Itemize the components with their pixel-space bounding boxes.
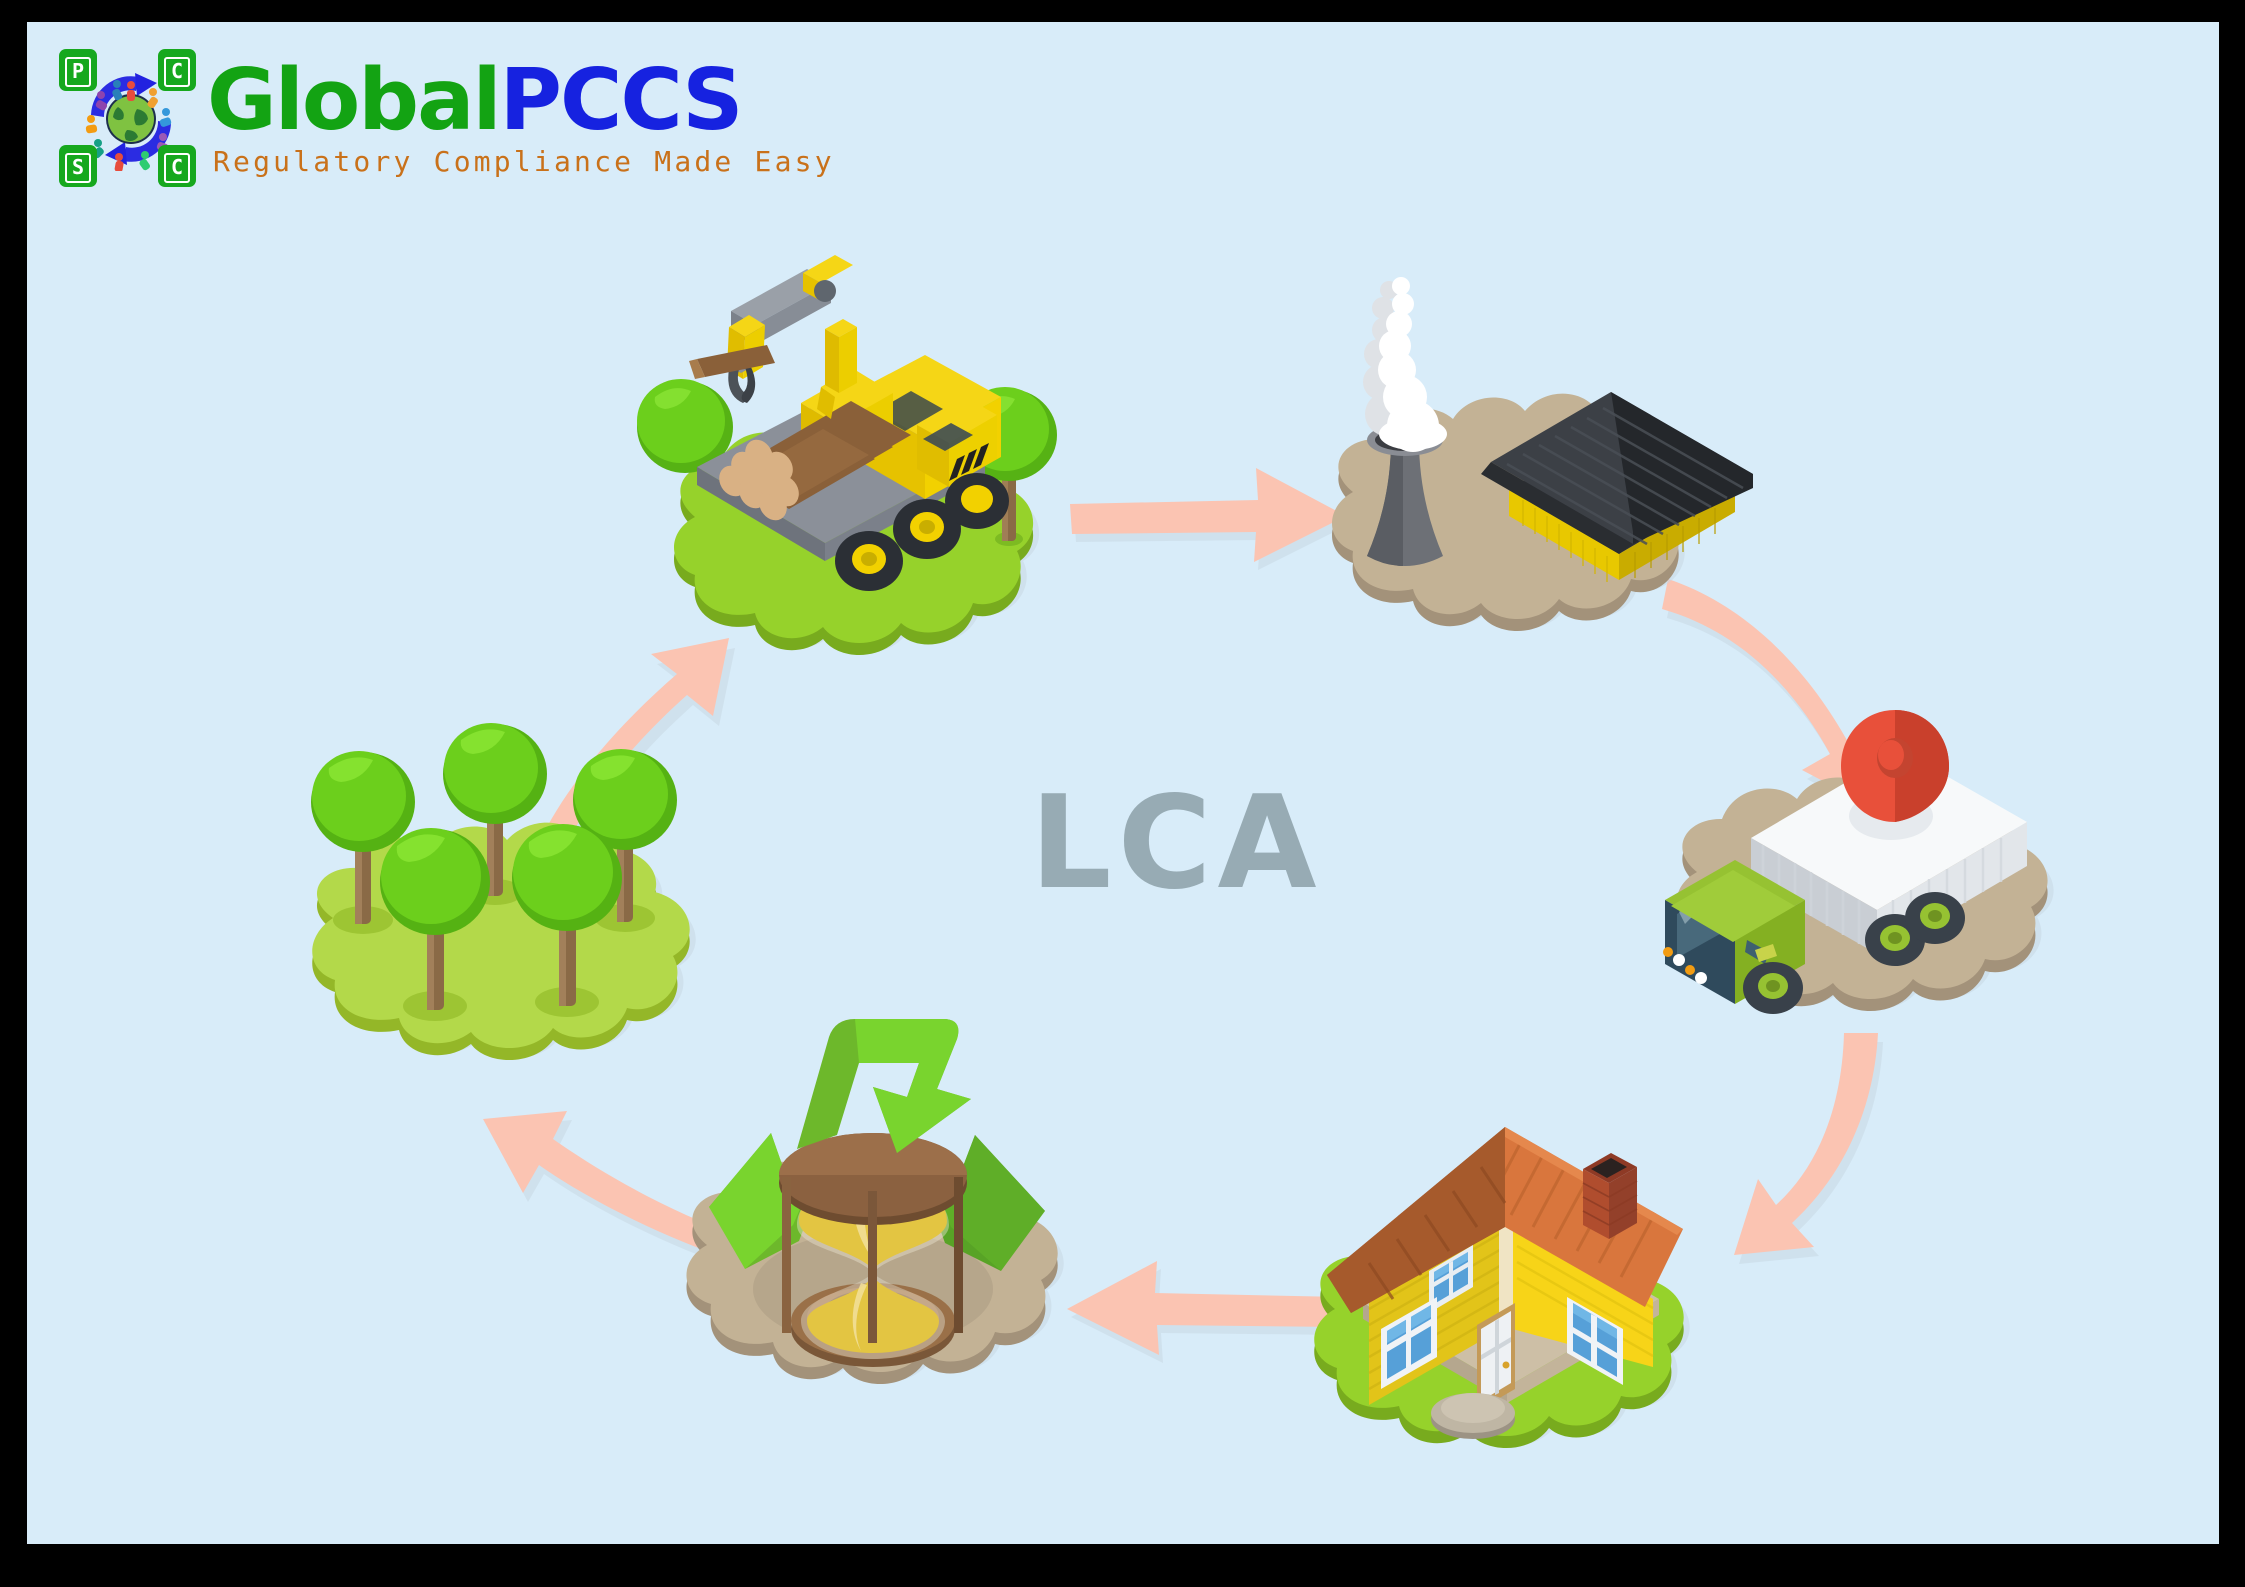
stage-regeneration-forest xyxy=(267,702,747,1062)
map-pin-icon xyxy=(1841,710,1949,822)
log-pile xyxy=(719,401,911,521)
tree-5-icon xyxy=(512,824,622,1017)
stage-manufacturing xyxy=(1295,242,1755,632)
infographic-canvas: P C S C GlobalPCCS Regulatory Compliance… xyxy=(27,22,2219,1544)
truck-wheels xyxy=(835,473,1009,591)
arrow-logging-to-factory xyxy=(1070,468,1360,594)
window-right xyxy=(1567,1297,1623,1385)
logo-word-pccs: PCCS xyxy=(499,51,744,150)
logo-badge-cluster: P C S C xyxy=(55,47,205,189)
logo-word-global: Global xyxy=(207,51,502,150)
logo-badge-p: P xyxy=(59,49,97,91)
tree-1-icon xyxy=(311,751,415,934)
logging-truck-icon xyxy=(689,255,1009,591)
logo-badge-c-top: C xyxy=(158,49,196,91)
delivery-truck-icon xyxy=(1663,750,2027,1014)
logo-badge-p-letter: P xyxy=(65,57,91,87)
window-left-upper xyxy=(1429,1245,1473,1313)
global-pccs-logo: P C S C GlobalPCCS Regulatory Compliance… xyxy=(55,47,955,192)
stage-distribution-transport xyxy=(1627,622,2127,1042)
factory-building-icon xyxy=(1481,392,1753,582)
logo-badge-c-top-letter: C xyxy=(164,57,190,87)
arrow-recycle-to-trees xyxy=(477,1027,757,1268)
hourglass-icon xyxy=(779,1133,967,1367)
globe-people-icon xyxy=(85,73,172,171)
front-door xyxy=(1477,1303,1515,1411)
logo-badge-c-bottom-letter: C xyxy=(164,153,190,183)
tree-4-icon xyxy=(380,828,490,1021)
stage-use-phase xyxy=(1277,1067,1747,1449)
recycle-arrow-top xyxy=(797,1019,971,1153)
center-label-lca: LCA xyxy=(1030,769,1323,918)
tree-2-icon xyxy=(443,723,547,905)
stage-raw-material-extraction xyxy=(625,255,1105,667)
crane-arm-icon xyxy=(689,255,857,419)
logo-wordmark: GlobalPCCS xyxy=(207,57,743,145)
logo-badge-c-bottom: C xyxy=(158,145,196,187)
logo-badge-s: S xyxy=(59,145,97,187)
logo-badge-s-letter: S xyxy=(65,153,91,183)
house-icon xyxy=(1327,1127,1683,1439)
tree-left-icon xyxy=(637,379,733,473)
smoke-icon xyxy=(1363,277,1447,452)
arrow-house-to-recycle xyxy=(1057,1261,1347,1387)
window-left-lower xyxy=(1381,1297,1437,1389)
stage-end-of-life-recycling xyxy=(649,977,1119,1397)
arrow-truck-to-house xyxy=(1682,1027,1922,1277)
logo-tagline: Regulatory Compliance Made Easy xyxy=(213,145,835,178)
